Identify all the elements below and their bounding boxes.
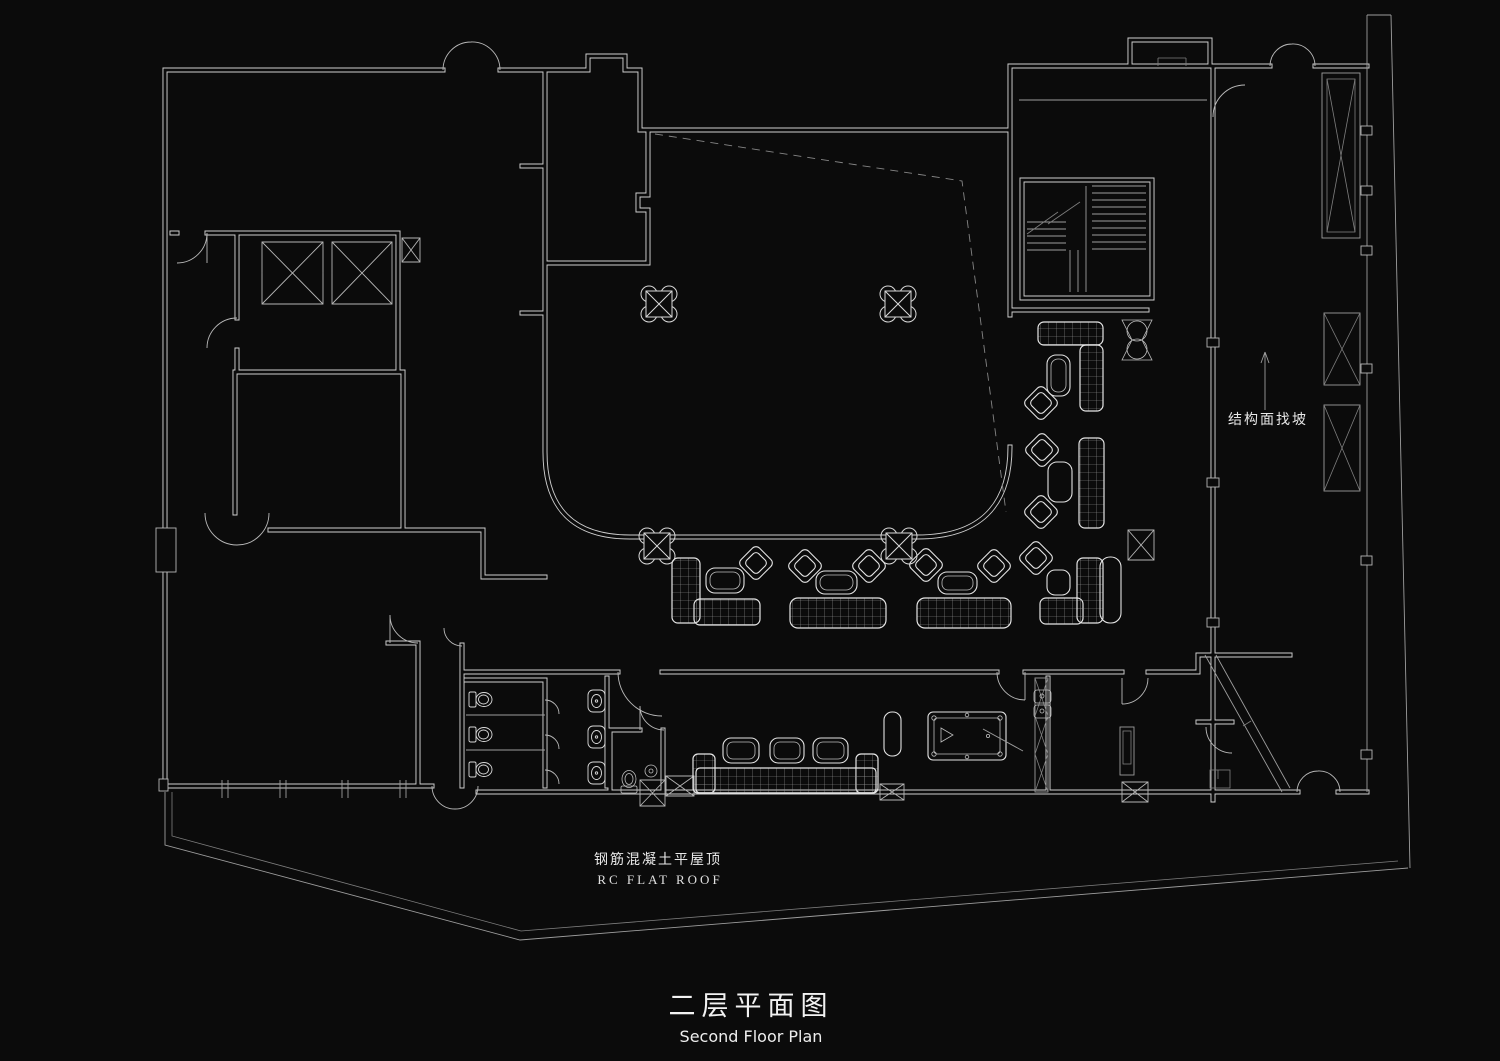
roof-annotation: 钢筋混凝土平屋顶 RC FLAT ROOF — [594, 851, 722, 887]
elevator-shafts — [261, 237, 421, 305]
void-dashed-line — [654, 133, 1007, 513]
columns — [155, 285, 1155, 807]
drawing-title-en: Second Floor Plan — [680, 1027, 823, 1046]
lounge-seating — [671, 539, 1122, 629]
pool-table — [927, 711, 1024, 761]
roof-label-en: RC FLAT ROOF — [597, 872, 722, 887]
roof-edge — [164, 14, 1411, 941]
drawing-title-cn: 二层平面图 — [669, 991, 834, 1022]
walls — [162, 37, 1370, 803]
kitchen — [1033, 654, 1291, 793]
roof-label-cn: 钢筋混凝土平屋顶 — [594, 851, 722, 868]
restrooms — [466, 689, 658, 794]
doors — [176, 41, 1341, 810]
title-block: 二层平面图 Second Floor Plan — [669, 991, 834, 1046]
staircase — [1019, 57, 1207, 292]
slope-label: 结构面找坡 — [1228, 412, 1308, 428]
slope-annotation: 结构面找坡 — [1228, 351, 1308, 428]
bar-area — [692, 711, 902, 794]
side-seating — [1022, 319, 1153, 531]
facade-panels — [221, 72, 1373, 798]
